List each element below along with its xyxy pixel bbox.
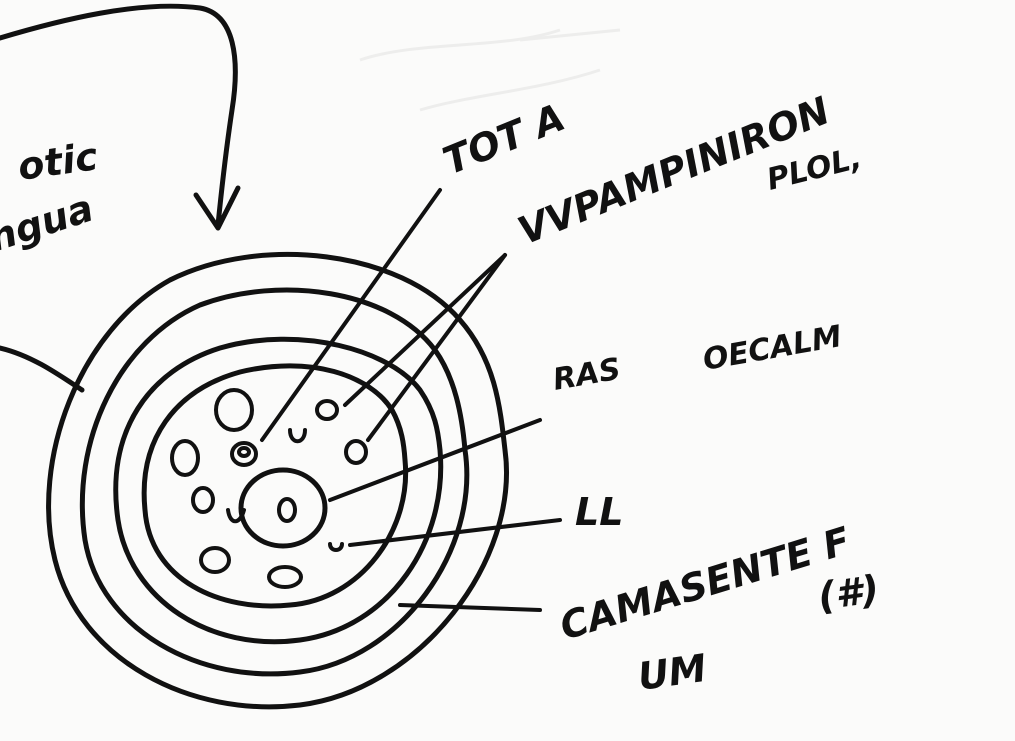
top-curved-arrow [0, 3, 241, 231]
label-ras: RAS [550, 352, 623, 398]
label-top-a: TOT A [437, 95, 571, 183]
label-ll: LL [575, 490, 623, 534]
core-ring [141, 363, 409, 609]
leader-line-left [0, 345, 85, 393]
leader-lines [260, 188, 562, 612]
label-camasente: CAMASENTE F [555, 519, 855, 649]
label-ngua: ngua [0, 186, 98, 261]
label-um: UM [635, 646, 709, 699]
small-cells [170, 388, 368, 589]
outer-ring [46, 251, 509, 710]
label-otic: otic [15, 134, 101, 189]
paper-ghost-marks [359, 28, 621, 112]
label-hash: (#) [815, 567, 882, 619]
inner-ring [113, 336, 444, 645]
central-cell [238, 467, 328, 549]
label-oecalm: OECALM [700, 319, 844, 378]
